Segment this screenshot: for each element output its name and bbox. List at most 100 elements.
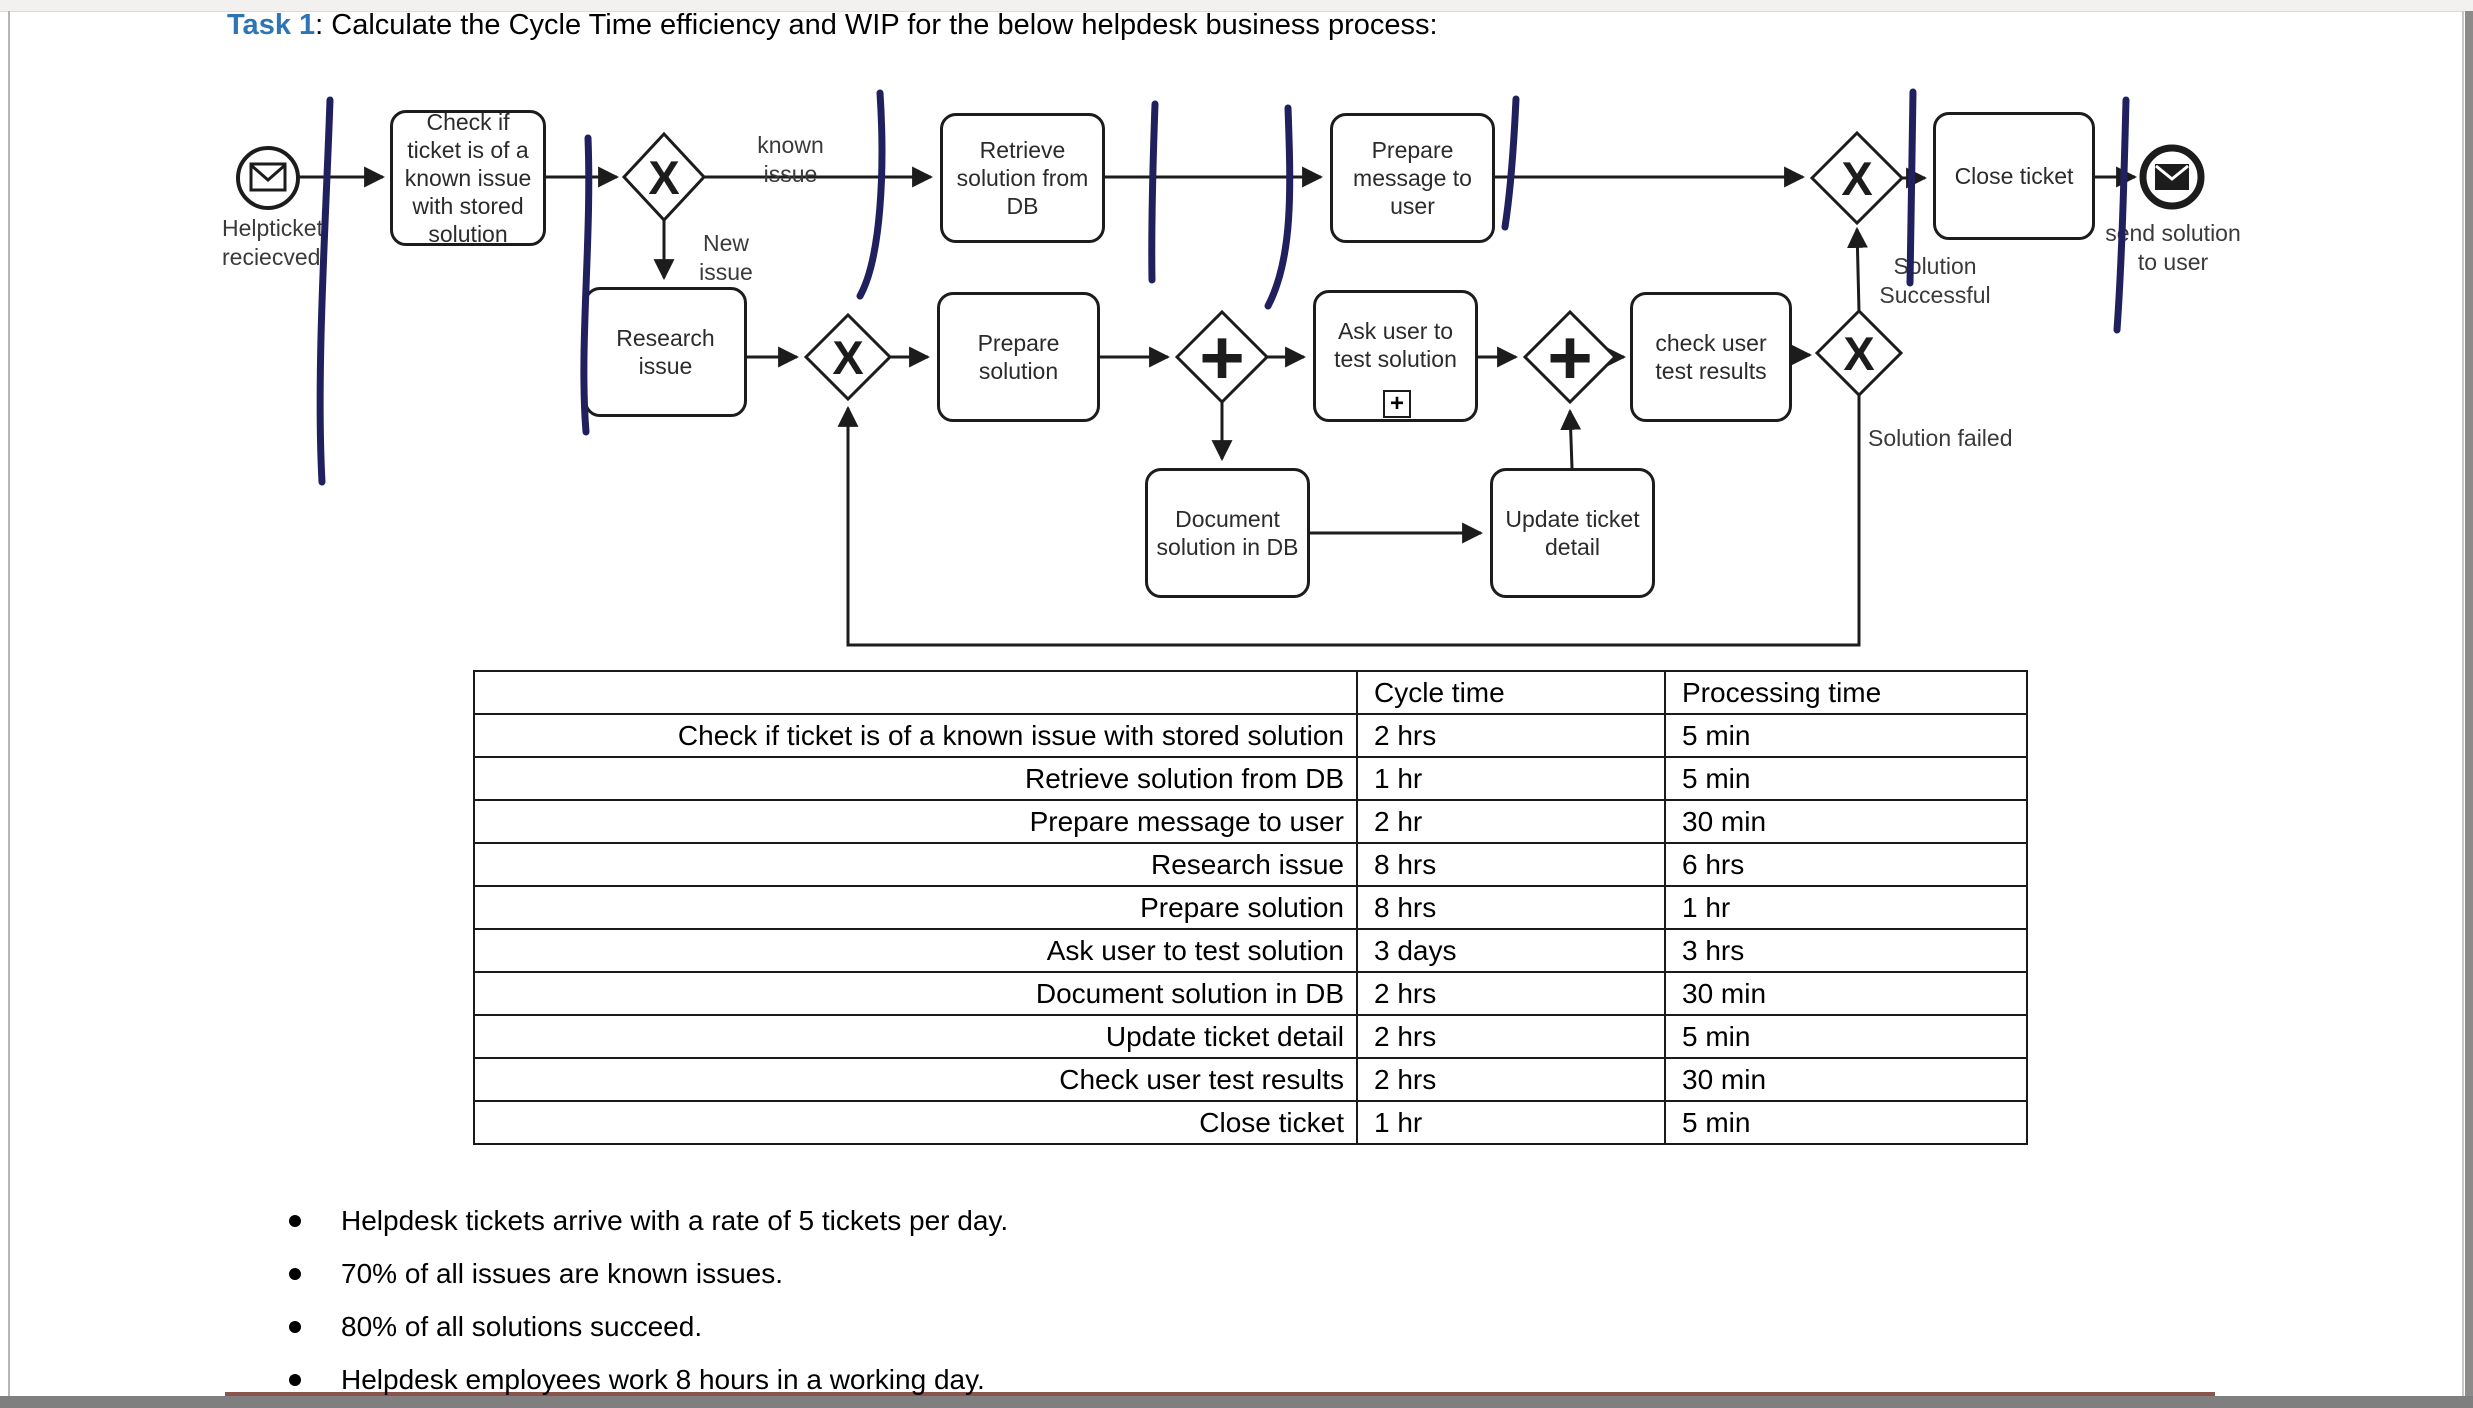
row-label: Check if ticket is of a known issue with… (473, 713, 1358, 758)
task-check-test-results: check user test results (1630, 292, 1792, 422)
window-right-edge (2465, 11, 2473, 1408)
end-event-label: send solution to user (2105, 220, 2241, 275)
and-icon: + (1547, 313, 1593, 401)
xor-icon: X (648, 150, 680, 204)
row-label: Check user test results (473, 1057, 1358, 1102)
bullet-icon (289, 1215, 301, 1227)
xor-gateway-3 (803, 312, 893, 402)
row-cycle: 1 hr (1356, 756, 1666, 801)
header-cycle-time: Cycle time (1356, 670, 1666, 715)
xor-icon: X (832, 330, 864, 384)
assumptions-list: Helpdesk tickets arrive with a rate of 5… (289, 1205, 1009, 1408)
gateways (621, 130, 1905, 405)
row-process: 30 min (1664, 1057, 2028, 1102)
window-left-border (8, 11, 10, 1408)
task-check-ticket: Check if ticket is of a known issue with… (390, 109, 546, 247)
header-processing-time: Processing time (1664, 670, 2028, 715)
table-row: Ask user to test solution 3 days 3 hrs (473, 928, 2028, 973)
list-item: 70% of all issues are known issues. (289, 1258, 1008, 1289)
list-item: Helpdesk tickets arrive with a rate of 5… (289, 1205, 1009, 1236)
table-row: Check if ticket is of a known issue with… (473, 713, 2028, 758)
task-document-solution: Document solution in DB (1145, 468, 1310, 598)
bullet-icon (289, 1374, 301, 1386)
row-process: 3 hrs (1664, 928, 2028, 973)
flow-solution-failed-loop (837, 395, 1861, 647)
task-prepare-solution: Prepare solution (937, 292, 1100, 422)
page-bottom-edge (225, 1392, 2215, 1396)
row-label: Close ticket (473, 1100, 1358, 1145)
edge-label-known-issue: known issue (757, 132, 824, 187)
row-process: 30 min (1664, 799, 2028, 844)
bullet-icon (289, 1268, 301, 1280)
and-icon: + (1199, 313, 1245, 401)
task-research-issue: Research issue (584, 287, 747, 417)
xor-gateway-1 (621, 131, 707, 223)
row-label: Document solution in DB (473, 971, 1358, 1016)
flow-solution-successful (1846, 226, 1868, 312)
xor-gateway-merge (1809, 130, 1905, 226)
task-number: Task 1 (227, 9, 316, 41)
xor-gateway-4 (1814, 308, 1904, 398)
start-event-label: Helpticket reciecved (222, 215, 323, 270)
title-text: : Calculate the Cycle Time efficiency an… (315, 9, 1438, 41)
and-gateway-join (1522, 309, 1618, 405)
row-label: Prepare message to user (473, 799, 1358, 844)
row-label: Prepare solution (473, 885, 1358, 930)
row-process: 6 hrs (1664, 842, 2028, 887)
bullet-text: Helpdesk employees work 8 hours in a wor… (341, 1364, 985, 1395)
window-bottom-bar (0, 1396, 2473, 1408)
table-row: Prepare solution 8 hrs 1 hr (473, 885, 2028, 930)
row-cycle: 2 hr (1356, 799, 1666, 844)
end-event (2139, 144, 2205, 210)
flow-update-to-and2 (1560, 408, 1582, 469)
edge-label-new-issue: New issue (699, 230, 753, 285)
window-right-border (2462, 11, 2464, 1408)
start-event (236, 146, 300, 210)
row-process: 5 min (1664, 713, 2028, 758)
table-header-row: Cycle time Processing time (473, 670, 2028, 715)
cycle-time-table: Cycle time Processing time Check if tick… (473, 670, 2028, 1145)
table-row: Close ticket 1 hr 5 min (473, 1100, 2028, 1145)
filled-envelope-icon (2155, 164, 2189, 190)
envelope-icon (249, 162, 287, 192)
row-cycle: 3 days (1356, 928, 1666, 973)
xor-icon: X (1843, 326, 1875, 380)
row-process: 5 min (1664, 756, 2028, 801)
row-label: Research issue (473, 842, 1358, 887)
list-item: Helpdesk employees work 8 hours in a wor… (289, 1364, 1008, 1395)
row-label: Ask user to test solution (473, 928, 1358, 973)
row-label: Retrieve solution from DB (473, 756, 1358, 801)
subprocess-plus-icon: + (1383, 390, 1411, 418)
table-row: Document solution in DB 2 hrs 30 min (473, 971, 2028, 1016)
list-item: 80% of all solutions succeed. (289, 1311, 1008, 1342)
bullet-text: 70% of all issues are known issues. (341, 1258, 783, 1289)
edge-label-solution-successful: Solution Successful (1879, 253, 1991, 308)
row-process: 30 min (1664, 971, 2028, 1016)
row-cycle: 2 hrs (1356, 713, 1666, 758)
bullet-icon (289, 1321, 301, 1333)
and-gateway-split (1174, 309, 1270, 405)
row-cycle: 2 hrs (1356, 1057, 1666, 1102)
task-update-ticket: Update ticket detail (1490, 468, 1655, 598)
table-row: Update ticket detail 2 hrs 5 min (473, 1014, 2028, 1059)
page-title: Task 1: Calculate the Cycle Time efficie… (227, 9, 1438, 42)
table-row: Check user test results 2 hrs 30 min (473, 1057, 2028, 1102)
row-process: 1 hr (1664, 885, 2028, 930)
table-row: Retrieve solution from DB 1 hr 5 min (473, 756, 2028, 801)
xor-icon: X (1841, 151, 1873, 205)
window-top-strip (0, 0, 2473, 12)
task-prepare-message: Prepare message to user (1330, 113, 1495, 243)
row-cycle: 1 hr (1356, 1100, 1666, 1145)
edge-label-solution-failed: Solution failed (1868, 425, 2013, 451)
row-cycle: 8 hrs (1356, 842, 1666, 887)
bullet-text: 80% of all solutions succeed. (341, 1311, 703, 1342)
row-process: 5 min (1664, 1014, 2028, 1059)
table-row: Research issue 8 hrs 6 hrs (473, 842, 2028, 887)
row-cycle: 2 hrs (1356, 1014, 1666, 1059)
bullet-text: Helpdesk tickets arrive with a rate of 5… (341, 1205, 1009, 1236)
task-retrieve-solution: Retrieve solution from DB (940, 113, 1105, 243)
table-row: Prepare message to user 2 hr 30 min (473, 799, 2028, 844)
row-cycle: 8 hrs (1356, 885, 1666, 930)
task-close-ticket: Close ticket (1933, 112, 2095, 240)
